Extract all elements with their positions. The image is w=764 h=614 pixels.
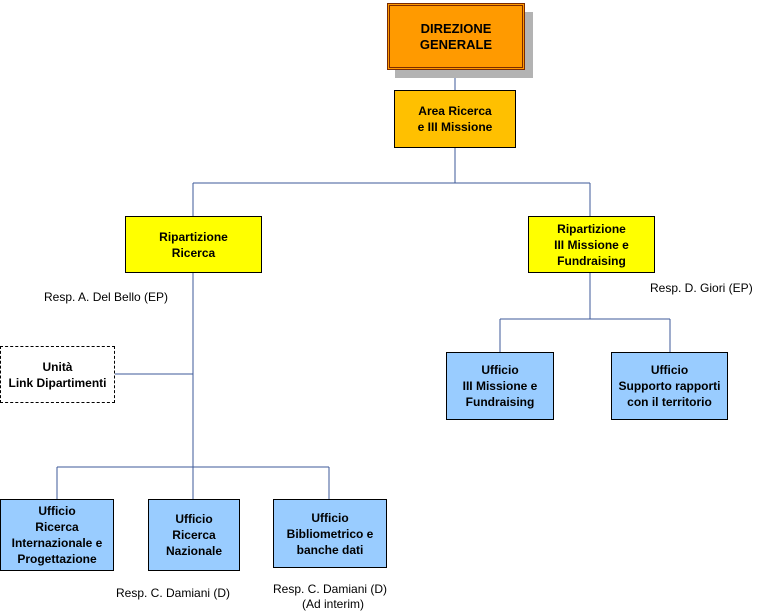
ufficio-nazionale-box: Ufficio Ricerca Nazionale (148, 499, 240, 571)
resp-ufficio-bibliometrico: Resp. C. Damiani (D) (273, 582, 388, 596)
ufficio-bibliometrico-box: Ufficio Bibliometrico e banche dati (273, 499, 387, 568)
connector-area-ripartizioni (192, 148, 591, 216)
resp-ufficio-nazionale: Resp. C. Damiani (D) (116, 586, 231, 600)
connector-ricerca-uffici (56, 466, 330, 499)
ripartizione-missione-box: Ripartizione III Missione e Fundraising (528, 216, 655, 273)
direzione-generale-box: DIREZIONE GENERALE (387, 3, 525, 70)
connector-missione-uffici (499, 273, 671, 352)
unita-link-dipartimenti-box: Unità Link Dipartimenti (0, 346, 115, 403)
ufficio-internazionale-box: Ufficio Ricerca Internazionale e Progett… (0, 499, 114, 571)
resp-ripartizione-missione: Resp. D. Giori (EP) (650, 281, 753, 295)
resp-ripartizione-ricerca: Resp. A. Del Bello (EP) (44, 290, 169, 304)
ufficio-missione-box: Ufficio III Missione e Fundraising (446, 352, 554, 420)
ufficio-supporto-box: Ufficio Supporto rapporti con il territo… (611, 352, 728, 420)
area-ricerca-box: Area Ricerca e III Missione (394, 90, 516, 148)
ripartizione-ricerca-box: Ripartizione Ricerca (125, 216, 262, 273)
resp-ufficio-bibliometrico-note: (Ad interim) (302, 597, 365, 611)
